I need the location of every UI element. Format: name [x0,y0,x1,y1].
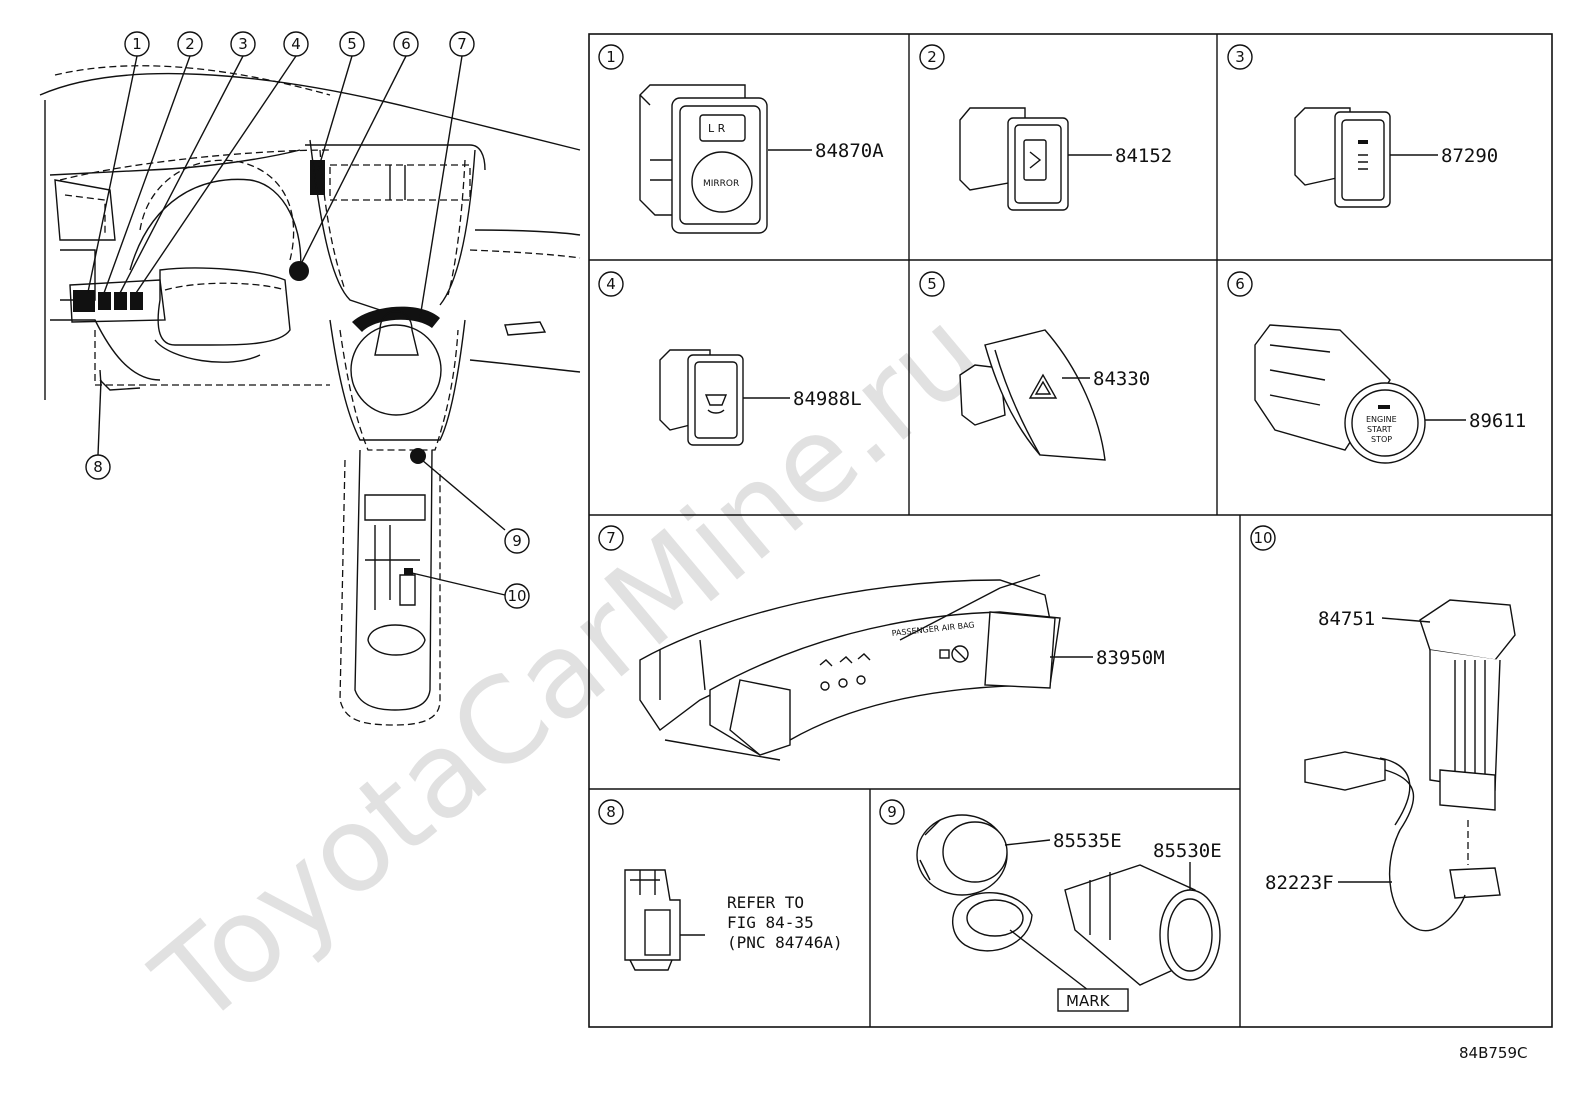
mirror-label: MIRROR [703,179,739,189]
overview-callout-1: 1 [124,31,150,57]
overview-callout-7: 7 [449,31,475,57]
pnc-84870A: 84870A [815,140,884,162]
mirror-lr-label: L R [708,122,726,135]
pnc-82223F: 82223F [1265,872,1334,894]
panel-6-number: 6 [1235,275,1245,293]
pnc-85530E: 85530E [1153,840,1222,862]
start-switch-drawing: ENGINE START STOP [1254,324,1426,464]
overview-leaders [87,55,506,596]
pnc-84988L: 84988L [793,388,862,410]
panel-9-number: 9 [887,803,897,821]
panel-7-number: 7 [606,529,616,547]
panel-8: 8 REFER TO FIG 84-35 (PNC 84746A) [598,799,843,971]
panel-4: 4 84988L [598,271,862,446]
svg-text:2: 2 [185,35,195,53]
overview-callout-8: 8 [85,454,111,480]
pnc-85535E: 85535E [1053,830,1122,852]
usb-jack-drawing [1304,599,1516,932]
switch-87290-drawing [1294,107,1391,208]
pnc-84751: 84751 [1318,608,1375,630]
airbag-indicator-drawing: PASSENGER AIR BAG [639,574,1061,761]
svg-text:3: 3 [238,35,248,53]
stop-label: STOP [1371,435,1392,444]
switch-84746A-drawing [624,869,681,971]
overview-callout-2: 2 [177,31,203,57]
panel-2: 2 84152 [919,44,1172,211]
panel-1-number: 1 [606,48,616,66]
overview-callouts: 1 2 3 4 5 6 7 8 9 10 [85,31,530,609]
overview-illustration [39,65,581,726]
vsc-switch-drawing [659,349,744,446]
svg-text:9: 9 [512,532,522,550]
svg-text:7: 7 [457,35,467,53]
mirror-switch-drawing: L R MIRROR [639,84,768,234]
svg-text:8: 8 [93,458,103,476]
leveling-switch-drawing [959,107,1069,211]
overview-callout-5: 5 [339,31,365,57]
refer-note-line-3: (PNC 84746A) [727,933,843,952]
panel-5: 5 84330 [919,271,1150,461]
overview-callout-3: 3 [230,31,256,57]
pnc-87290: 87290 [1441,145,1498,167]
engine-label: ENGINE [1366,415,1397,424]
panel-10: 10 84751 82223F [1250,525,1516,932]
panel-3: 3 87290 [1227,44,1498,208]
pnc-89611: 89611 [1469,410,1526,432]
overview-callout-9: 9 [504,528,530,554]
panel-4-number: 4 [606,275,616,293]
overview-callout-4: 4 [283,31,309,57]
svg-text:10: 10 [507,587,526,605]
svg-text:6: 6 [401,35,411,53]
overview-callout-10: 10 [504,583,530,609]
figure-code: 84B759C [1459,1044,1527,1062]
hazard-switch-drawing [959,329,1106,461]
svg-text:1: 1 [132,35,142,53]
refer-note-line-1: REFER TO [727,893,804,912]
pnc-84330: 84330 [1093,368,1150,390]
svg-text:4: 4 [291,35,301,53]
start-label: START [1367,425,1392,434]
socket-drawing [916,814,1221,986]
pnc-83950M: 83950M [1096,647,1165,669]
panel-2-number: 2 [927,48,937,66]
panel-9: 9 85535E 85530E MARK [879,799,1222,1012]
panel-8-number: 8 [606,803,616,821]
panel-7: 7 PASSENGER AIR BAG 83950M [598,525,1165,761]
panel-grid [588,33,1553,1028]
panel-6: 6 ENGINE START STOP 89611 [1227,271,1526,464]
panel-10-number: 10 [1253,529,1272,547]
mark-box [1057,988,1129,1012]
panel-1: 1 L R MIRROR 84870A [598,44,884,234]
panel-3-number: 3 [1235,48,1245,66]
refer-note-line-2: FIG 84-35 [727,913,814,932]
panel-5-number: 5 [927,275,937,293]
svg-text:5: 5 [347,35,357,53]
overview-callout-6: 6 [393,31,419,57]
pnc-84152: 84152 [1115,145,1172,167]
mark-label: MARK [1066,992,1111,1010]
